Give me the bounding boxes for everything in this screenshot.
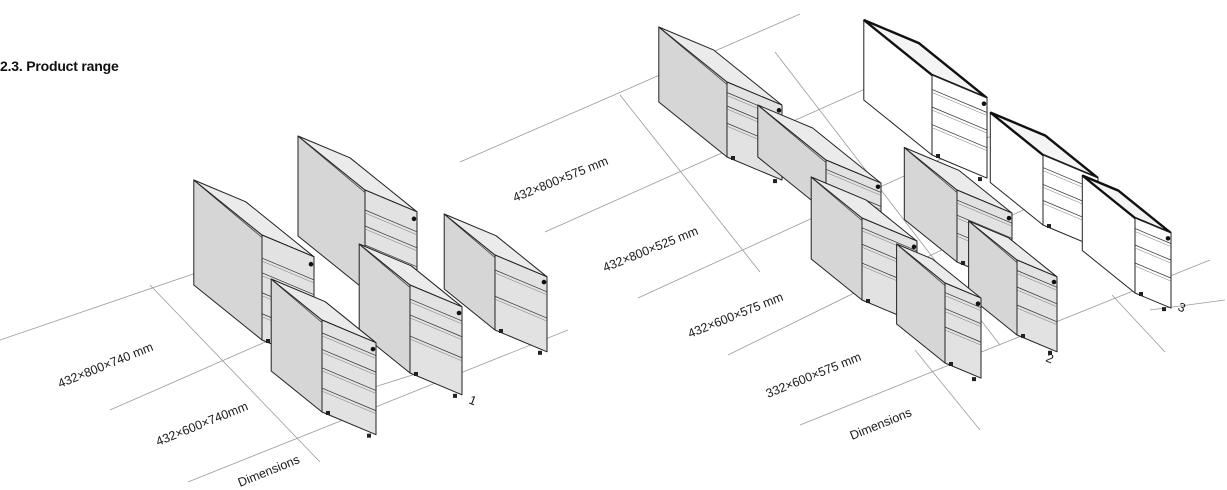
row-label-right-4: 332×600×575 mm	[764, 350, 863, 401]
grid-line-column-r1	[619, 94, 761, 273]
column-label-1: 1	[467, 393, 479, 409]
pedestal-right-front-b	[968, 220, 1058, 355]
pedestal-right-front-c	[896, 243, 982, 382]
pedestal-right-large-back	[658, 26, 783, 184]
pedestal-left-tall-front	[270, 278, 377, 438]
pedestal-illustrations	[193, 18, 1172, 438]
column-label-2: 2	[1044, 351, 1056, 367]
row-label-left-dimensions: Dimensions	[236, 452, 302, 489]
column-label-3: 3	[1176, 300, 1188, 316]
pedestal-left-short-mid	[358, 243, 463, 398]
row-label-right-2: 432×800×525 mm	[601, 224, 700, 275]
pedestal-left-short-back	[443, 213, 548, 355]
grid-line-row-3	[187, 329, 569, 483]
dimension-grid	[0, 13, 1226, 483]
grid-line-column-a	[149, 284, 321, 463]
grid-line-row-r1	[459, 13, 801, 163]
row-label-right-1: 432×800×575 mm	[511, 154, 610, 205]
pedestal-right-white-large	[863, 18, 988, 182]
row-label-right-3: 432×600×575 mm	[686, 290, 785, 341]
row-label-left-2: 432×600×740mm	[154, 399, 250, 449]
section-heading: 2.3. Product range	[0, 58, 119, 74]
row-label-left-1: 432×800×740 mm	[56, 340, 155, 391]
row-label-right-dimensions: Dimensions	[848, 405, 914, 442]
pedestal-right-white-small	[1081, 174, 1172, 312]
grid-line-column-r3	[914, 349, 981, 431]
grid-line-column-r4	[1111, 294, 1166, 353]
